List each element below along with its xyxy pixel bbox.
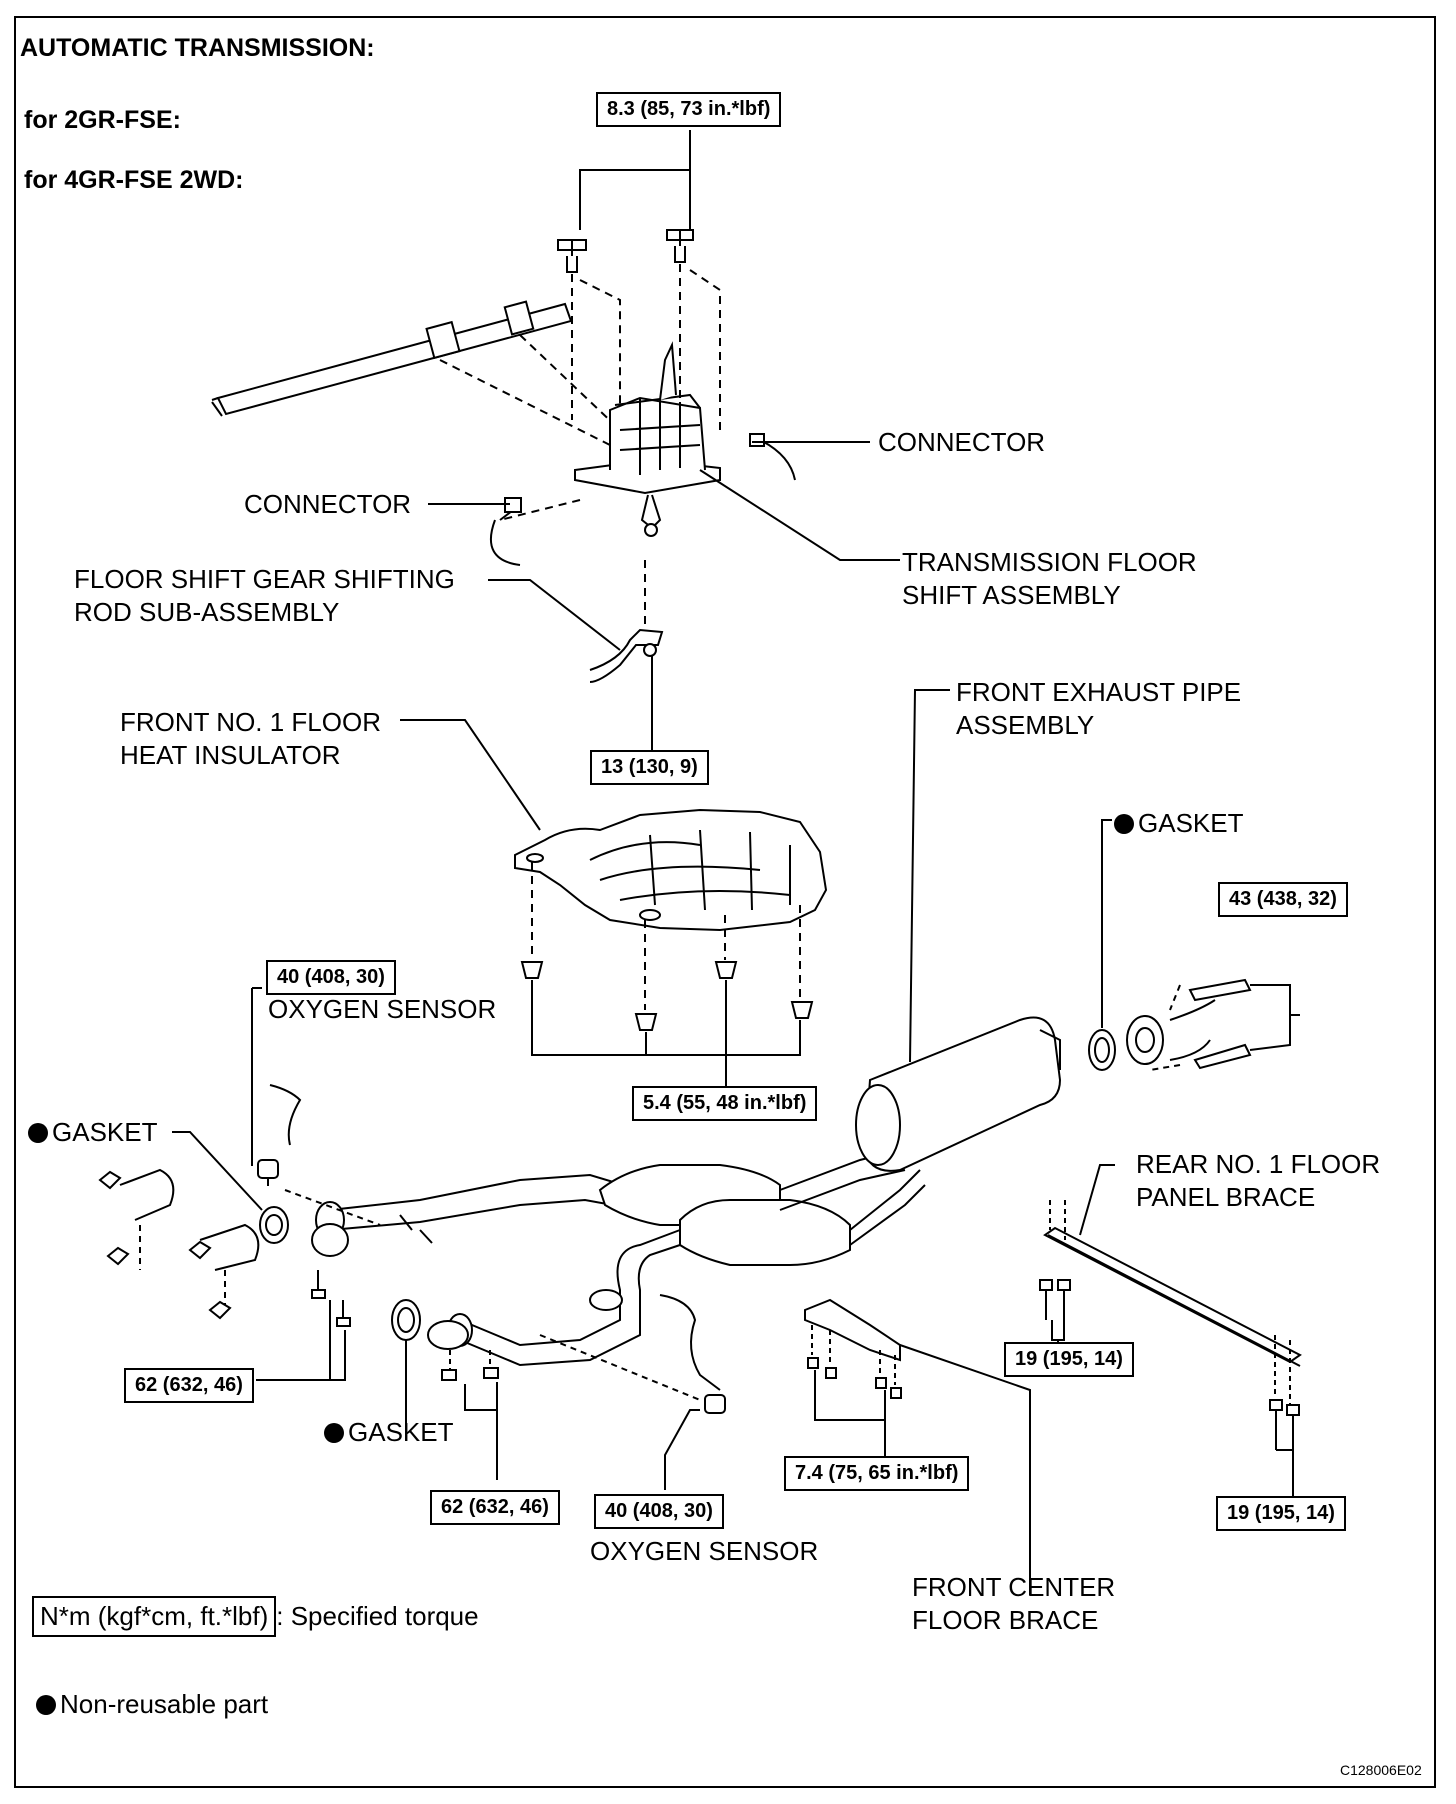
oxygen-sensor-drawings: [251, 987, 726, 1490]
lower-flange-bolts-drawing: [441, 1350, 499, 1480]
non-reusable-dot-icon: [28, 1123, 48, 1143]
legend-non-reusable: Non-reusable part: [36, 1688, 268, 1721]
label-transmission-floor-shift-line2: SHIFT ASSEMBLY: [902, 580, 1121, 610]
label-rear-brace-line1: REAR NO. 1 FLOOR: [1136, 1149, 1381, 1179]
torque-front-flange-lower: 62 (632, 46): [430, 1490, 560, 1525]
legend-specified-torque: N*m (kgf*cm, ft.*lbf): Specified torque: [32, 1596, 479, 1637]
label-rear-brace-line2: PANEL BRACE: [1136, 1182, 1316, 1212]
torque-shift-bolts: 8.3 (85, 73 in.*lbf): [596, 92, 782, 127]
label-front-exhaust-pipe-line2: ASSEMBLY: [956, 710, 1095, 740]
legend-torque-text: : Specified torque: [276, 1601, 479, 1631]
diagram-frame: [14, 16, 1436, 1788]
torque-oxygen-sensor-upper: 40 (408, 30): [266, 960, 396, 995]
shift-bolts-drawing: [557, 130, 694, 273]
torque-insulator-nuts: 5.4 (55, 48 in.*lbf): [632, 1086, 818, 1121]
shift-rod-drawing: [589, 628, 664, 683]
insulator-dashed-lines: [531, 862, 801, 1010]
label-gasket-lower: GASKET: [324, 1416, 453, 1449]
center-brace-drawing: [804, 1298, 1031, 1595]
insulator-nuts-drawing: [520, 961, 814, 1090]
shift-assembly-drawing: [574, 341, 721, 537]
shift-cable-drawing: [211, 300, 573, 417]
label-front-center-brace-line2: FLOOR BRACE: [912, 1605, 1099, 1635]
figure-code: C128006E02: [1340, 1762, 1422, 1778]
non-reusable-dot-icon: [36, 1695, 56, 1715]
torque-oxygen-sensor-lower: 40 (408, 30): [594, 1494, 724, 1529]
label-transmission-floor-shift-line1: TRANSMISSION FLOOR: [902, 547, 1197, 577]
exhaust-pipe-drawing: [311, 1016, 1062, 1367]
shift-dashed-lines: [439, 264, 721, 630]
left-flange-drawing: [98, 1168, 351, 1381]
non-reusable-dot-icon: [1114, 814, 1134, 834]
non-reusable-dot-icon: [324, 1423, 344, 1443]
label-heat-insulator-line2: HEAT INSULATOR: [120, 740, 341, 770]
leader-lines: [172, 441, 1291, 1430]
diagram-title: AUTOMATIC TRANSMISSION:: [20, 34, 375, 62]
label-floor-shift-rod-line1: FLOOR SHIFT GEAR SHIFTING: [74, 564, 455, 594]
torque-center-brace-bolts: 7.4 (75, 65 in.*lbf): [784, 1456, 970, 1491]
label-floor-shift-rod-line2: ROD SUB-ASSEMBLY: [74, 597, 340, 627]
rear-brace-drawing: [1039, 1164, 1302, 1500]
label-connector-right: CONNECTOR: [878, 427, 1046, 457]
torque-exhaust-flange-rear: 43 (438, 32): [1218, 882, 1348, 917]
label-oxygen-sensor-lower: OXYGEN SENSOR: [590, 1536, 819, 1566]
heat-insulator-drawing: [514, 808, 828, 932]
label-heat-insulator-line1: FRONT NO. 1 FLOOR: [120, 707, 381, 737]
label-front-center-brace-line1: FRONT CENTER: [912, 1572, 1116, 1602]
rear-flange-drawing: [1126, 978, 1300, 1071]
torque-front-flange-left: 62 (632, 46): [124, 1368, 254, 1403]
legend-torque-box: N*m (kgf*cm, ft.*lbf): [32, 1596, 277, 1637]
label-oxygen-sensor-upper: OXYGEN SENSOR: [268, 994, 497, 1024]
torque-rear-brace-left: 19 (195, 14): [1004, 1342, 1134, 1377]
label-front-exhaust-pipe-line1: FRONT EXHAUST PIPE: [956, 677, 1242, 707]
subtitle-4gr-fse: for 4GR-FSE 2WD:: [24, 166, 244, 194]
subtitle-2gr-fse: for 2GR-FSE:: [24, 106, 181, 134]
label-connector-left: CONNECTOR: [244, 489, 412, 519]
label-gasket-top-right: GASKET: [1114, 807, 1243, 840]
torque-rear-brace-right: 19 (195, 14): [1216, 1496, 1346, 1531]
label-gasket-left: GASKET: [28, 1116, 157, 1149]
torque-shift-rod-nut: 13 (130, 9): [590, 750, 709, 785]
